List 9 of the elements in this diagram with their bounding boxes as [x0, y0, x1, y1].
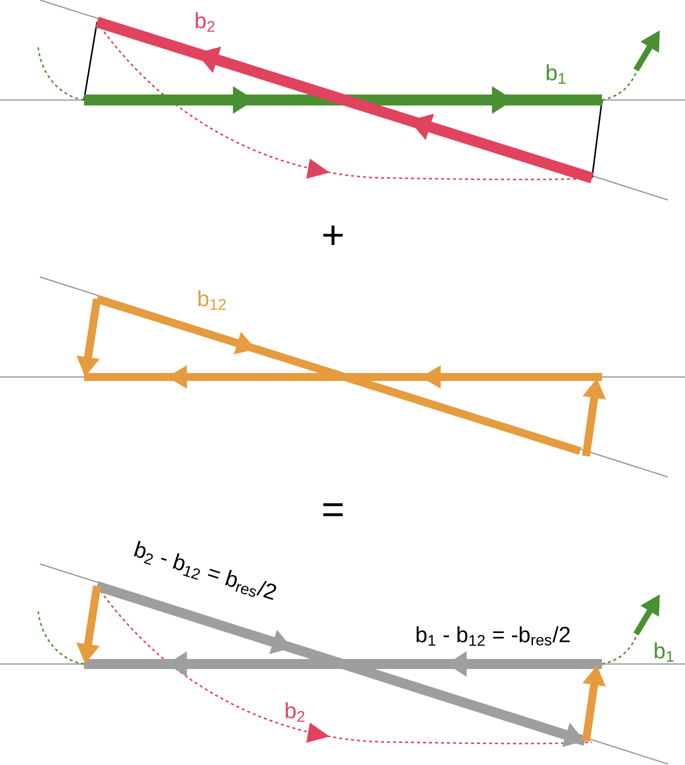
- equation-label: b$_{1}$ - b$_{12}$ = -b$_{res}$/2: [416, 626, 570, 646]
- vector-label: b$_{2}$: [196, 12, 214, 32]
- equation-label: b$_{2}$ - b$_{12}$ = b$_{res}$/2: [134, 540, 276, 600]
- plus-sign: +: [323, 225, 343, 246]
- vector-label: b$_{1}$: [546, 64, 566, 84]
- vector-label: b$_{1}$: [654, 642, 674, 662]
- equals-sign: =: [323, 503, 343, 516]
- vector-label: b$_{12}$: [198, 290, 226, 310]
- vector-label: b$_{2}$: [286, 702, 304, 722]
